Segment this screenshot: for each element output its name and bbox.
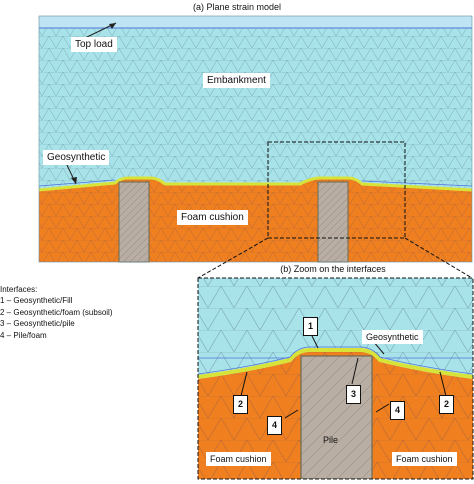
label-foam-cushion: Foam cushion (177, 210, 248, 225)
callout-4-left: 4 (267, 416, 282, 435)
callout-2-right: 2 (439, 395, 454, 414)
callout-3: 3 (346, 385, 361, 404)
interface-item: 1 – Geosynthetic/Fill (0, 296, 73, 306)
top-load-band (39, 16, 472, 28)
label-geosynthetic: Geosynthetic (43, 150, 110, 165)
callout-2-left: 2 (233, 395, 248, 414)
interfaces-legend: Interfaces: 1 – Geosynthetic/Fill 2 – Ge… (0, 284, 113, 341)
label-zoom-foam-left: Foam cushion (206, 452, 271, 466)
title-zoom-interfaces: (b) Zoom on the interfaces (280, 264, 386, 274)
zoom-panel (198, 278, 473, 479)
zoom-window (267, 141, 406, 239)
title-plane-strain-model: (a) Plane strain model (193, 2, 281, 12)
geosynthetic-layer (38, 176, 473, 192)
interface-item: 2 – Geosynthetic/foam (subsoil) (0, 307, 113, 317)
label-embankment: Embankment (203, 73, 270, 88)
interface-item: 4 – Pile/foam (0, 330, 47, 340)
foam-cushion-region (39, 178, 472, 262)
label-zoom-geosynthetic: Geosynthetic (362, 330, 423, 344)
pile-left (118, 181, 150, 263)
label-zoom-foam-right: Foam cushion (392, 452, 457, 466)
plane-strain-model (38, 15, 473, 263)
interfaces-heading: Interfaces: (0, 285, 38, 294)
zoom-geosynthetic-layer (198, 348, 473, 379)
callout-4-right: 4 (390, 401, 405, 420)
callout-arrows (240, 335, 447, 419)
label-pile: Pile (323, 435, 339, 445)
pile-right (317, 181, 349, 263)
label-top-load: Top load (71, 37, 117, 52)
zoom-pile (300, 355, 373, 479)
interface-item: 3 – Geosynthetic/pile (0, 319, 75, 329)
callout-1: 1 (303, 317, 318, 336)
